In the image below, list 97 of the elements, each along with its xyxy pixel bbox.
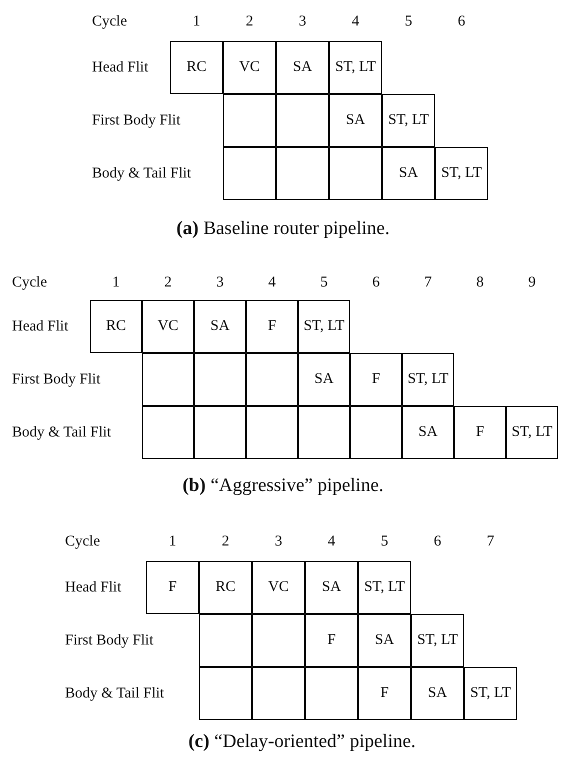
stage-name: ST, LT	[364, 579, 405, 596]
stage-cell	[358, 561, 411, 614]
stage-name: F	[268, 318, 276, 335]
stage-cell	[305, 614, 358, 667]
stage-cell	[223, 41, 276, 94]
cycle-number: 3	[274, 534, 282, 550]
row-label: Body & Tail Flit	[92, 165, 192, 182]
stage-cell	[194, 300, 246, 353]
cycle-number: 7	[424, 274, 432, 292]
stage-cell	[402, 406, 454, 459]
stage-cell	[329, 41, 382, 94]
stage-cell	[90, 300, 142, 353]
cycle-number: 5	[320, 274, 328, 292]
cycle-number: 4	[352, 14, 360, 30]
stage-cell	[435, 147, 488, 200]
row-label: Head Flit	[65, 579, 122, 596]
stage-cell	[350, 353, 402, 406]
stage-name: RC	[215, 579, 236, 596]
stage-name: SA	[398, 165, 418, 182]
stage-name: SA	[314, 371, 334, 388]
caption: (a) Baseline router pipeline.	[176, 218, 390, 240]
stage-cell	[199, 561, 252, 614]
stage-name: F	[380, 685, 389, 702]
stage-cell	[305, 561, 358, 614]
stage-cell	[246, 300, 298, 353]
stage-name: ST, LT	[304, 318, 344, 335]
caption: (c) “Delay-oriented” pipeline.	[188, 731, 416, 753]
cycle-number: 2	[222, 534, 230, 550]
stage-cell	[411, 614, 464, 667]
row-label: First Body Flit	[92, 112, 180, 129]
stage-cell	[358, 667, 411, 720]
stage-name: VC	[268, 579, 289, 596]
stage-cell	[402, 353, 454, 406]
stage-name: F	[476, 424, 484, 441]
stage-name: VC	[158, 318, 178, 335]
row-label: Body & Tail Flit	[65, 685, 164, 702]
stage-name: ST, LT	[512, 424, 552, 441]
stage-name: RC	[106, 318, 126, 335]
column-header: Cycle	[65, 534, 100, 550]
stage-name: F	[372, 371, 380, 388]
stage-cell	[358, 614, 411, 667]
cycle-number: 3	[298, 14, 306, 30]
cycle-number: 4	[328, 534, 336, 550]
cycle-number: 7	[486, 534, 494, 550]
cycle-number: 4	[268, 274, 276, 292]
stage-name: ST, LT	[388, 112, 429, 129]
row-label: First Body Flit	[65, 632, 154, 649]
cycle-number: 3	[216, 274, 224, 292]
stage-name: ST, LT	[441, 165, 482, 182]
cycle-number: 2	[246, 14, 254, 30]
stage-name: SA	[322, 579, 342, 596]
cycle-number: 1	[192, 14, 200, 30]
stage-cell	[411, 667, 464, 720]
stage-name: SA	[374, 632, 394, 649]
stage-name: F	[168, 579, 177, 596]
stage-name: SA	[292, 59, 312, 76]
cycle-number: 1	[112, 274, 120, 292]
stage-name: SA	[418, 424, 438, 441]
cycle-number: 2	[164, 274, 172, 292]
stage-name: ST, LT	[417, 632, 458, 649]
cycle-number: 5	[380, 534, 388, 550]
stage-name: ST, LT	[470, 685, 511, 702]
stage-cell	[142, 300, 194, 353]
stage-cell	[298, 353, 350, 406]
row-label: Head Flit	[12, 318, 68, 335]
caption: (b) “Aggressive” pipeline.	[182, 475, 384, 497]
stage-cell	[170, 41, 223, 94]
stage-cell	[506, 406, 558, 459]
row-label: Body & Tail Flit	[12, 424, 112, 441]
stage-cell	[464, 667, 517, 720]
cycle-number: 6	[458, 14, 466, 30]
row-label: Head Flit	[92, 59, 148, 76]
column-header: Cycle	[92, 14, 127, 30]
stage-name: VC	[239, 59, 260, 76]
cycle-number: 8	[476, 274, 484, 292]
cycle-number: 5	[404, 14, 412, 30]
stage-cell	[252, 561, 305, 614]
stage-name: F	[327, 632, 336, 649]
stage-name: RC	[186, 59, 206, 76]
stage-cell	[382, 147, 435, 200]
stage-name: ST, LT	[335, 59, 376, 76]
stage-cell	[454, 406, 506, 459]
cycle-number: 6	[434, 534, 442, 550]
stage-cell	[382, 94, 435, 147]
stage-cell	[329, 94, 382, 147]
cycle-number: 9	[528, 274, 536, 292]
cycle-number: 1	[168, 534, 176, 550]
stage-name: SA	[210, 318, 230, 335]
stage-cell	[276, 41, 329, 94]
stage-cell	[298, 300, 350, 353]
stage-name: ST, LT	[408, 371, 448, 388]
stage-name: SA	[428, 685, 448, 702]
row-label: First Body Flit	[12, 371, 100, 388]
stage-name: SA	[346, 112, 366, 129]
cycle-number: 6	[372, 274, 380, 292]
column-header: Cycle	[12, 274, 47, 292]
stage-cell	[146, 561, 199, 614]
